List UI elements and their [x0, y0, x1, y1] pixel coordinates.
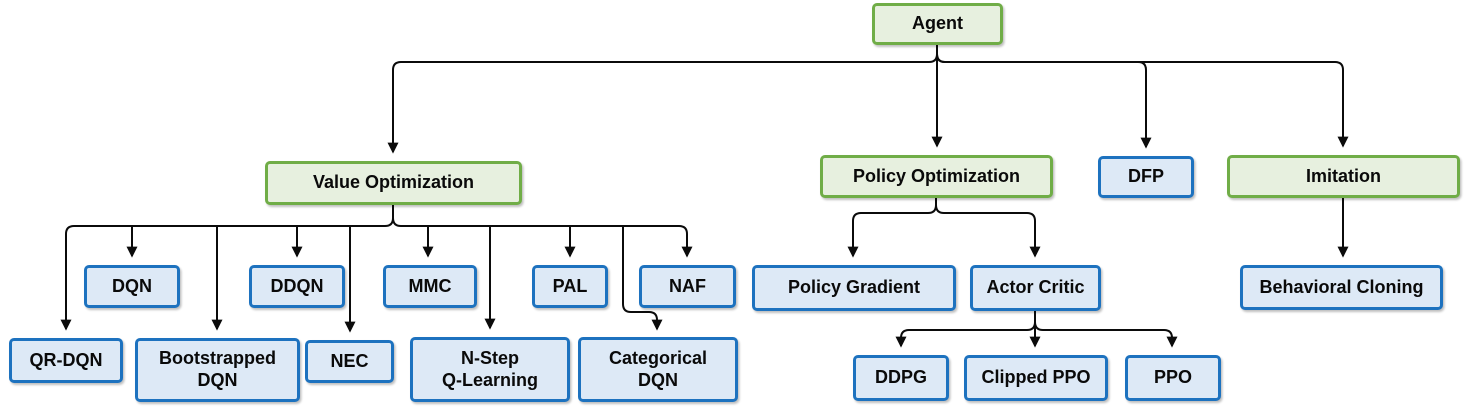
node-categorical-dqn-label: Categorical DQN [608, 347, 708, 390]
node-policy-gradient: Policy Gradient [752, 265, 956, 311]
node-ddqn: DDQN [249, 265, 345, 308]
node-value-optimization-label: Value Optimization [312, 172, 475, 193]
edge-ac-ddpg [895, 321, 1036, 348]
node-behavioral-cloning: Behavioral Cloning [1240, 265, 1443, 310]
node-value-optimization: Value Optimization [265, 161, 522, 205]
node-mmc-label: MMC [408, 275, 452, 296]
node-dqn-label: DQN [112, 275, 152, 296]
node-naf: NAF [639, 265, 736, 308]
node-clipped-ppo-label: Clipped PPO [981, 367, 1091, 388]
node-nec-label: NEC [330, 350, 369, 371]
node-nec: NEC [305, 340, 394, 383]
node-behavioral-cloning-label: Behavioral Cloning [1259, 276, 1424, 297]
node-dfp: DFP [1098, 156, 1194, 198]
edge-po-policy-gradient [847, 204, 937, 258]
node-ddqn-label: DDQN [270, 275, 324, 296]
edge-agent-value-optimization [387, 53, 938, 154]
node-mmc: MMC [383, 265, 477, 308]
edge-vo-categorical-dqn [622, 226, 663, 331]
node-agent-label: Agent [912, 13, 963, 34]
edge-agent-imitation [936, 53, 1349, 148]
node-n-step-q-learning-label: N-Step Q-Learning [441, 347, 538, 390]
node-ppo-label: PPO [1153, 367, 1192, 388]
node-pal-label: PAL [552, 275, 588, 296]
edge-vo-qr-dqn [60, 217, 394, 331]
edge-agent-dfp [936, 53, 1152, 149]
node-policy-optimization-label: Policy Optimization [852, 165, 1021, 186]
node-qr-dqn: QR-DQN [9, 338, 123, 383]
node-ppo: PPO [1125, 355, 1221, 401]
node-policy-gradient-label: Policy Gradient [787, 277, 921, 298]
node-clipped-ppo: Clipped PPO [964, 355, 1108, 401]
node-bootstrapped-dqn-label: Bootstrapped DQN [159, 348, 276, 390]
node-ddpg: DDPG [853, 355, 949, 401]
node-dqn: DQN [84, 265, 180, 308]
node-ddpg-label: DDPG [874, 367, 927, 388]
node-naf-label: NAF [669, 275, 706, 296]
node-actor-critic-label: Actor Critic [986, 277, 1085, 298]
node-imitation-label: Imitation [1306, 165, 1381, 186]
edge-ac-ppo [1034, 321, 1178, 348]
node-n-step-q-learning: N-Step Q-Learning [410, 337, 570, 402]
node-agent: Agent [872, 3, 1003, 45]
node-imitation: Imitation [1227, 155, 1460, 198]
node-actor-critic: Actor Critic [970, 265, 1101, 311]
node-qr-dqn-label: QR-DQN [29, 349, 103, 370]
edge-vo-naf [392, 217, 693, 258]
node-categorical-dqn: Categorical DQN [578, 337, 738, 402]
node-bootstrapped-dqn: Bootstrapped DQN [135, 338, 300, 402]
edge-po-actor-critic [935, 204, 1041, 258]
node-dfp-label: DFP [1128, 166, 1164, 187]
node-pal: PAL [532, 265, 608, 308]
node-policy-optimization: Policy Optimization [820, 155, 1053, 198]
